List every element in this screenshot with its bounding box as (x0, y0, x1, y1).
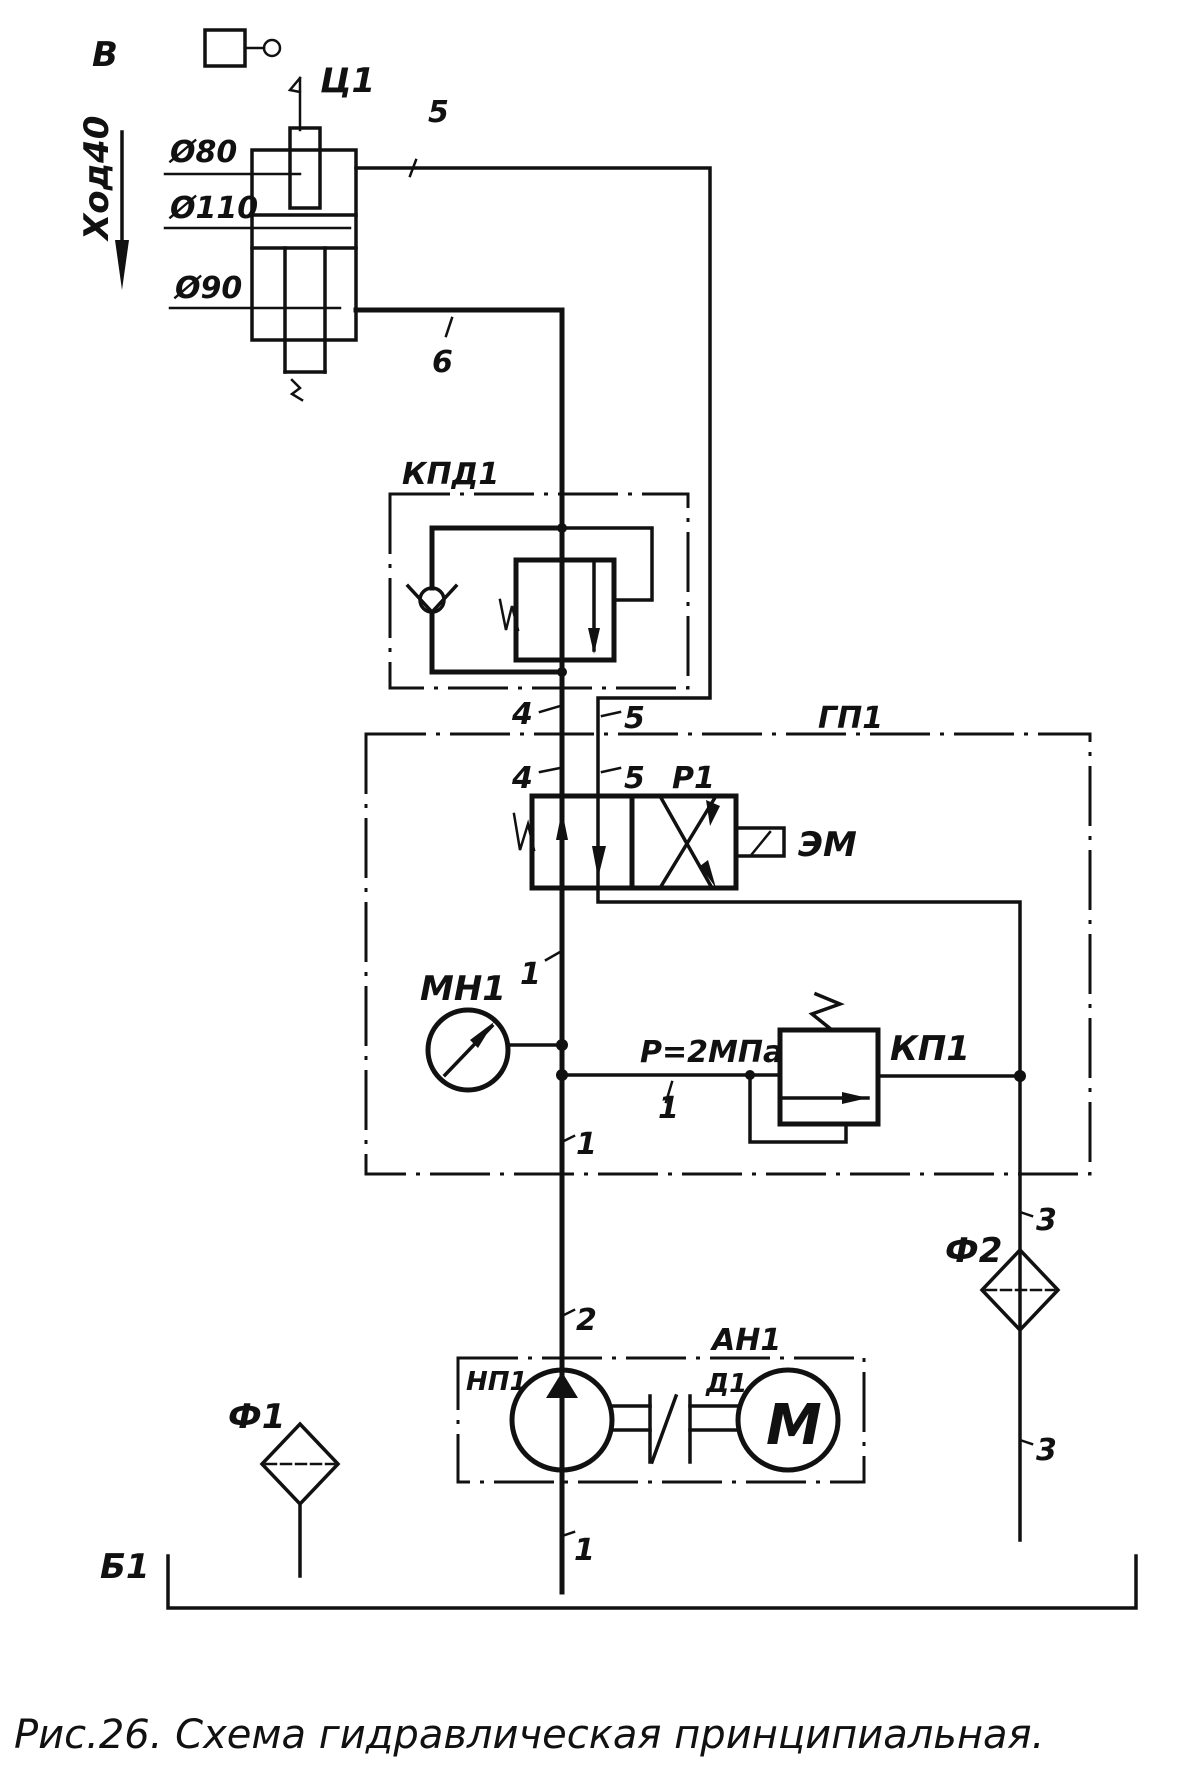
line-number-3a: 3 (1036, 1203, 1057, 1238)
limit-switch-icon (203, 28, 282, 68)
tank-label: Б1 (100, 1547, 150, 1587)
pump-unit-label: АН1 (710, 1323, 781, 1358)
pump-icon (509, 1367, 615, 1473)
figure-caption: Рис.26. Схема гидравлическая принципиаль… (14, 1712, 1044, 1758)
stroke-arrow-icon (115, 130, 129, 290)
pressure-gauge-label: МН1 (420, 969, 506, 1009)
tank-icon (166, 1554, 1138, 1610)
diameter-label-80: Ø80 (168, 135, 237, 170)
line-number-4a: 4 (511, 697, 533, 732)
hydro-panel-label: ГП1 (818, 701, 883, 736)
line-number-1d: 1 (574, 1533, 595, 1568)
check-throttle-label: КПД1 (402, 457, 499, 492)
directional-valve-r1 (512, 793, 786, 891)
relief-valve-setting: P=2МПа (640, 1035, 783, 1070)
electric-motor-icon (735, 1367, 841, 1473)
directional-valve-label: Р1 (672, 761, 715, 796)
cylinder-label: Ц1 (320, 61, 375, 101)
relief-valve-kp1 (745, 991, 1026, 1144)
return-filter-icon (979, 1247, 1061, 1333)
line-number-5b: 5 (624, 761, 645, 796)
check-throttle-block-boundary (388, 492, 690, 690)
line-number-4b: 4 (511, 761, 533, 796)
relief-valve-label: КП1 (890, 1029, 970, 1069)
pressure-gauge-icon (425, 1007, 568, 1093)
line-number-1b: 1 (658, 1091, 679, 1126)
return-filter-label: Ф2 (945, 1231, 1002, 1271)
line-number-3b: 3 (1036, 1433, 1057, 1468)
line-5-return (354, 166, 1022, 1542)
line-6 (353, 307, 565, 998)
pump-label: НП1 (466, 1367, 528, 1397)
view-label: В (92, 35, 118, 75)
diameter-label-90: Ø90 (173, 271, 242, 306)
hydro-panel-boundary (364, 732, 1092, 1176)
suction-filter-icon (259, 1421, 341, 1578)
motor-symbol: M (766, 1393, 822, 1458)
line-number-5-top: 5 (428, 95, 449, 130)
motor-label: Д1 (705, 1369, 747, 1399)
coupling-icon (610, 1393, 740, 1465)
cylinder-c1 (250, 76, 358, 402)
line-number-5a: 5 (624, 701, 645, 736)
line-number-1c: 1 (576, 1127, 597, 1162)
pump-unit-boundary (456, 1356, 866, 1484)
stroke-label: Xод40 (77, 116, 117, 242)
line-number-1a: 1 (520, 957, 541, 992)
diameter-label-110: Ø110 (168, 191, 258, 226)
solenoid-icon (734, 826, 786, 858)
suction-filter-label: Ф1 (228, 1397, 285, 1437)
line-number-2: 2 (576, 1303, 597, 1338)
check-throttle-valve (405, 523, 654, 677)
line-number-6: 6 (432, 345, 453, 380)
solenoid-label: ЭМ (798, 825, 857, 865)
